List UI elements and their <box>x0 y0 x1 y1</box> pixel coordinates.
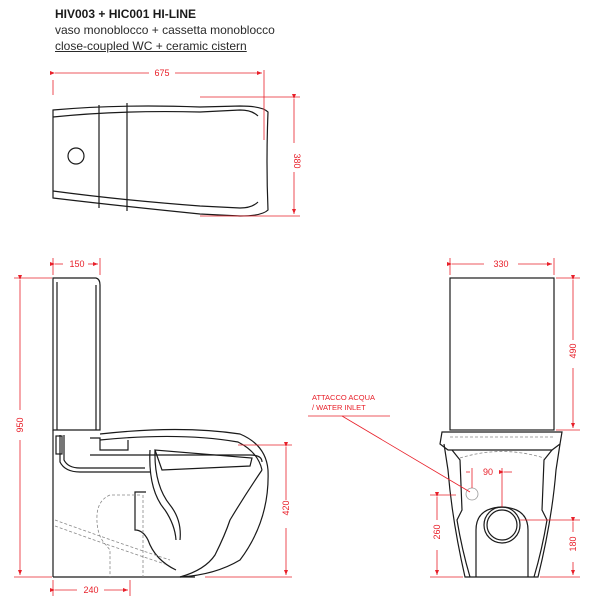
top-view: 675 380 <box>50 68 302 217</box>
product-title: HIV003 + HIC001 HI-LINE <box>55 7 197 21</box>
dim-rim-height-420: 420 <box>281 500 291 515</box>
water-inlet-label-english: / WATER INLET <box>312 403 366 412</box>
dim-total-height-950: 950 <box>15 417 25 432</box>
dim-inlet-height-260: 260 <box>432 524 442 539</box>
dim-cistern-depth-150: 150 <box>69 259 84 269</box>
dim-length-675: 675 <box>154 68 169 78</box>
dim-cistern-width-330: 330 <box>493 259 508 269</box>
subtitle-italian: vaso monoblocco + cassetta monoblocco <box>55 23 275 37</box>
dim-width-380: 380 <box>292 153 302 168</box>
dim-inlet-offset-90: 90 <box>483 467 493 477</box>
dim-outlet-height-180: 180 <box>568 536 578 551</box>
water-inlet-label-italian: ATTACCO ACQUA <box>312 393 375 402</box>
side-view: 150 950 420 240 <box>14 258 292 596</box>
dim-outlet-distance-240: 240 <box>83 585 98 595</box>
subtitle-english: close-coupled WC + ceramic cistern <box>55 39 247 53</box>
drawing-header: HIV003 + HIC001 HI-LINE vaso monoblocco … <box>55 6 275 54</box>
dim-cistern-height-490: 490 <box>568 343 578 358</box>
front-view: 330 490 90 260 180 ATTACCO ACQUA / WATER… <box>308 258 580 578</box>
